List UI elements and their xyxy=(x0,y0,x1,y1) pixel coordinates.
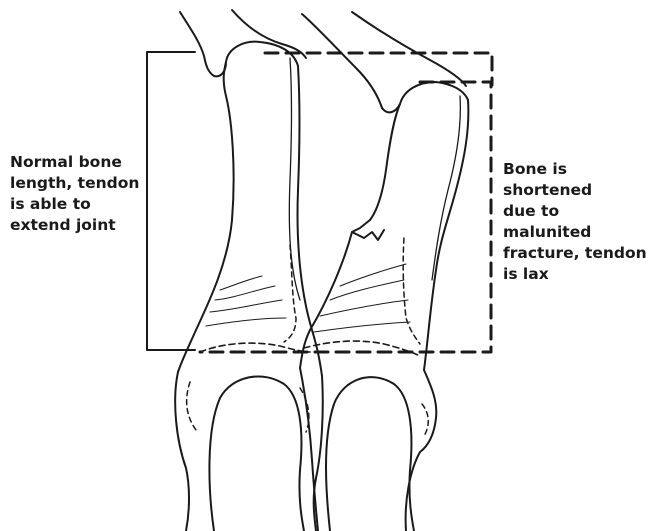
normal-bone xyxy=(175,10,323,531)
normal-length-bracket xyxy=(147,52,195,350)
shortened-bone xyxy=(300,12,468,531)
